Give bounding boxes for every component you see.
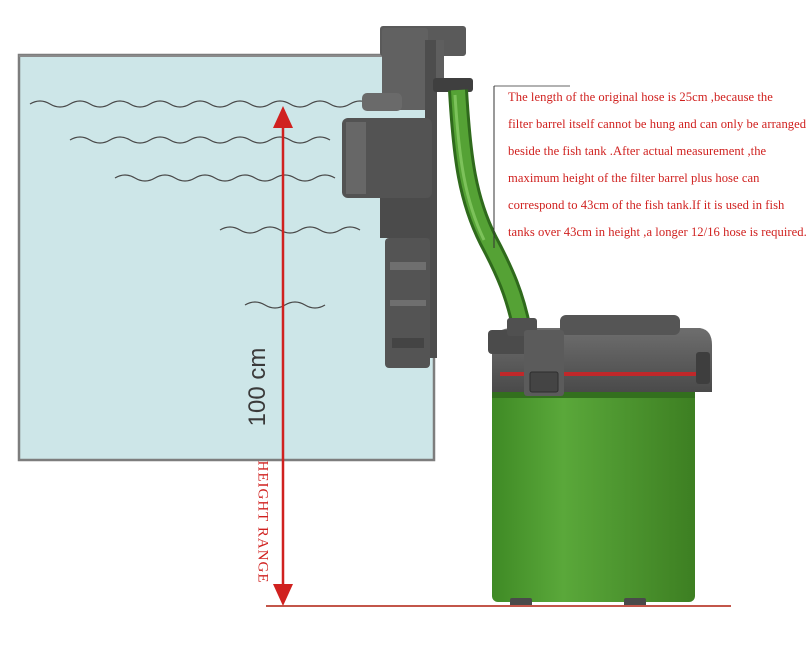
aquarium-filter-illustration — [17, 26, 731, 607]
hose-highlight — [451, 89, 529, 332]
water-wave — [114, 174, 336, 182]
fish-tank — [17, 53, 436, 462]
note-line: maximum height of the filter barrel plus… — [508, 171, 760, 185]
note-line: filter barrel itself cannot be hung and … — [508, 117, 807, 131]
diagram-canvas: The length of the original hose is 25cm … — [17, 26, 807, 607]
height-range-label: HEIGHT RANGE — [254, 460, 271, 584]
water-wave — [29, 100, 371, 108]
canister-filter — [488, 315, 712, 607]
measure-label: 100 cm — [244, 347, 271, 427]
note-line: correspond to 43cm of the fish tank.If i… — [508, 198, 785, 212]
water-wave — [219, 226, 361, 234]
water-wave — [69, 136, 331, 144]
note-line: The length of the original hose is 25cm … — [508, 90, 773, 104]
hang-on-filter-head — [342, 26, 473, 368]
water-wave — [244, 301, 326, 309]
hose-shine — [453, 94, 486, 241]
note-line: beside the fish tank .After actual measu… — [508, 144, 767, 158]
note-line: tanks over 43cm in height ,a longer 12/1… — [508, 225, 807, 239]
height-measure-arrow — [273, 106, 293, 606]
